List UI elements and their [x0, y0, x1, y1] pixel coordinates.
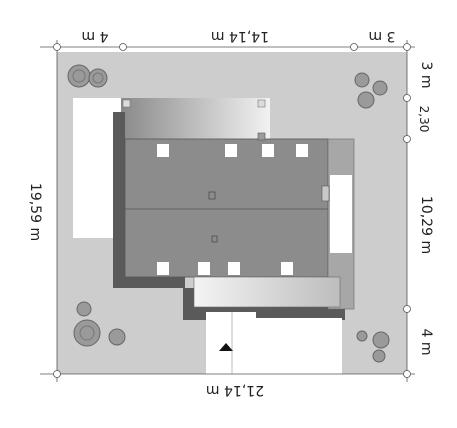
path-right — [256, 318, 342, 374]
tree-icon — [354, 72, 388, 109]
skylight — [296, 144, 308, 157]
dim-left: 19,59 m — [27, 183, 43, 241]
side-terrace — [330, 175, 352, 253]
dim-top-right: 3 m — [369, 28, 396, 44]
roof-shadow — [113, 112, 125, 288]
upper-terrace-post — [122, 99, 131, 108]
skylight — [262, 144, 274, 157]
roof-vent — [211, 235, 218, 243]
skylight — [157, 262, 169, 275]
entrance-arrow-icon — [219, 343, 233, 351]
wall-detail — [257, 132, 266, 141]
dim-bottom: 21,14 m — [206, 382, 264, 398]
upper-terrace — [121, 98, 270, 142]
roof-shadow — [113, 276, 185, 288]
dim-right-middle: 10,29 m — [418, 196, 434, 254]
tree-icon — [73, 301, 126, 347]
tree-icon — [356, 330, 390, 363]
driveway — [206, 312, 256, 374]
skylight — [157, 144, 169, 157]
dim-right-top: 3 m — [418, 62, 434, 89]
dim-top-middle: 14,14 m — [211, 28, 269, 44]
main-roof — [124, 138, 329, 278]
skylight — [228, 262, 240, 275]
upper-terrace-post — [257, 99, 266, 108]
dim-right-upper: 2,30 — [417, 106, 431, 133]
skylight — [225, 144, 237, 157]
dim-right-bottom: 4 m — [418, 329, 434, 356]
chimney — [321, 185, 330, 202]
skylight — [198, 262, 210, 275]
skylight — [281, 262, 293, 275]
garage-roof — [193, 276, 341, 308]
tree-icon — [67, 64, 108, 88]
dim-top-left: 4 m — [82, 28, 109, 44]
roof-vent — [208, 191, 216, 200]
